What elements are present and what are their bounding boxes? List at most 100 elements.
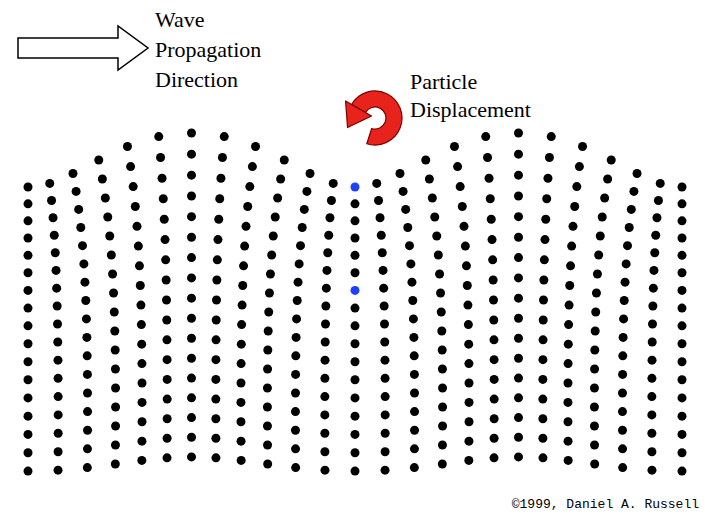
particle-dot [460,222,469,231]
particle-dot [236,398,245,407]
particle-dot [251,142,260,151]
particle-dot [211,434,220,443]
particle-dot [678,183,687,192]
particle-dot [76,223,85,232]
particle-dot [263,403,272,412]
particle-dot [647,410,656,419]
particle-dot [538,453,547,462]
particle-dot [263,422,272,431]
particle-dot [138,379,147,388]
particle-dot [276,175,285,184]
particle-dot [438,384,447,393]
particle-dot [678,430,687,439]
particle-dot [271,213,280,222]
particle-dot [378,248,387,257]
particle-dot [538,375,547,384]
particle-dot [408,296,417,305]
particle-dot [564,437,573,446]
particle-dot [490,375,499,384]
particle-dot [212,275,221,284]
particle-dot [678,321,687,330]
particle-dot [514,433,523,442]
particle-dot [591,308,600,317]
particle-dot [381,374,390,383]
particle-dot [24,286,33,295]
particle-dot [648,302,657,311]
particle-dot [54,466,63,475]
particle-dot [83,370,92,379]
particle-dot [212,295,221,304]
particle-dot [53,320,62,329]
particle-dot [590,346,599,355]
particle-dot [539,335,548,344]
particle-dot [483,153,492,162]
particle-dot [542,194,551,203]
particle-dot [74,205,83,214]
particle-grid [24,129,687,476]
particle-dot [678,251,687,260]
particle-dot [264,308,273,317]
particle-dot [409,333,418,342]
particle-dot [374,196,383,205]
particle-dot [238,281,247,290]
particle-dot [54,429,63,438]
particle-dot [590,460,599,469]
particle-dot [593,270,602,279]
particle-dot [647,429,656,438]
particle-dot [410,370,419,379]
particle-dot [351,412,360,421]
particle-dot [72,187,81,196]
particle-dot [187,129,196,138]
particle-dot [220,132,229,141]
particle-dot [543,174,552,183]
particle-dot [487,215,496,224]
particle-dot [280,156,289,165]
particle-dot [103,213,112,222]
particle-dot [110,308,119,317]
particle-dot [24,375,33,384]
particle-dot [652,213,661,222]
particle-dot [564,359,573,368]
particle-dot [463,301,472,310]
particle-dot [514,294,523,303]
particle-dot [78,241,87,250]
particle-dot [437,327,446,336]
particle-dot [218,153,227,162]
particle-dot [24,393,33,402]
particle-dot [563,379,572,388]
particle-dot [514,233,523,242]
particle-dot [187,413,196,422]
particle-dot [111,346,120,355]
particle-dot [656,179,665,188]
particle-dot [405,241,414,250]
particle-dot [53,338,62,347]
particle-dot [410,463,419,472]
particle-dot [237,437,246,446]
particle-dot [627,205,636,214]
displacement-arrow [346,91,402,145]
particle-dot [450,142,459,151]
particle-dot [137,340,146,349]
particle-dot [53,356,62,365]
particle-dot [216,174,225,183]
particle-dot [618,370,627,379]
particle-dot [489,315,498,324]
particle-dot [619,314,628,323]
rotation-head [346,101,372,128]
particle-dot [163,375,172,384]
particle-dot [590,441,599,450]
particle-dot [242,222,251,231]
particle-dot [158,174,167,183]
particle-dot [603,175,612,184]
particle-dot [438,346,447,355]
particle-dot [187,171,196,180]
particle-dot [98,175,107,184]
particle-dot [54,392,63,401]
particle-dot [267,251,276,260]
particle-dot [381,410,390,419]
particle-dot [187,273,196,282]
particle-dot [351,268,360,277]
particle-dot [243,202,252,211]
